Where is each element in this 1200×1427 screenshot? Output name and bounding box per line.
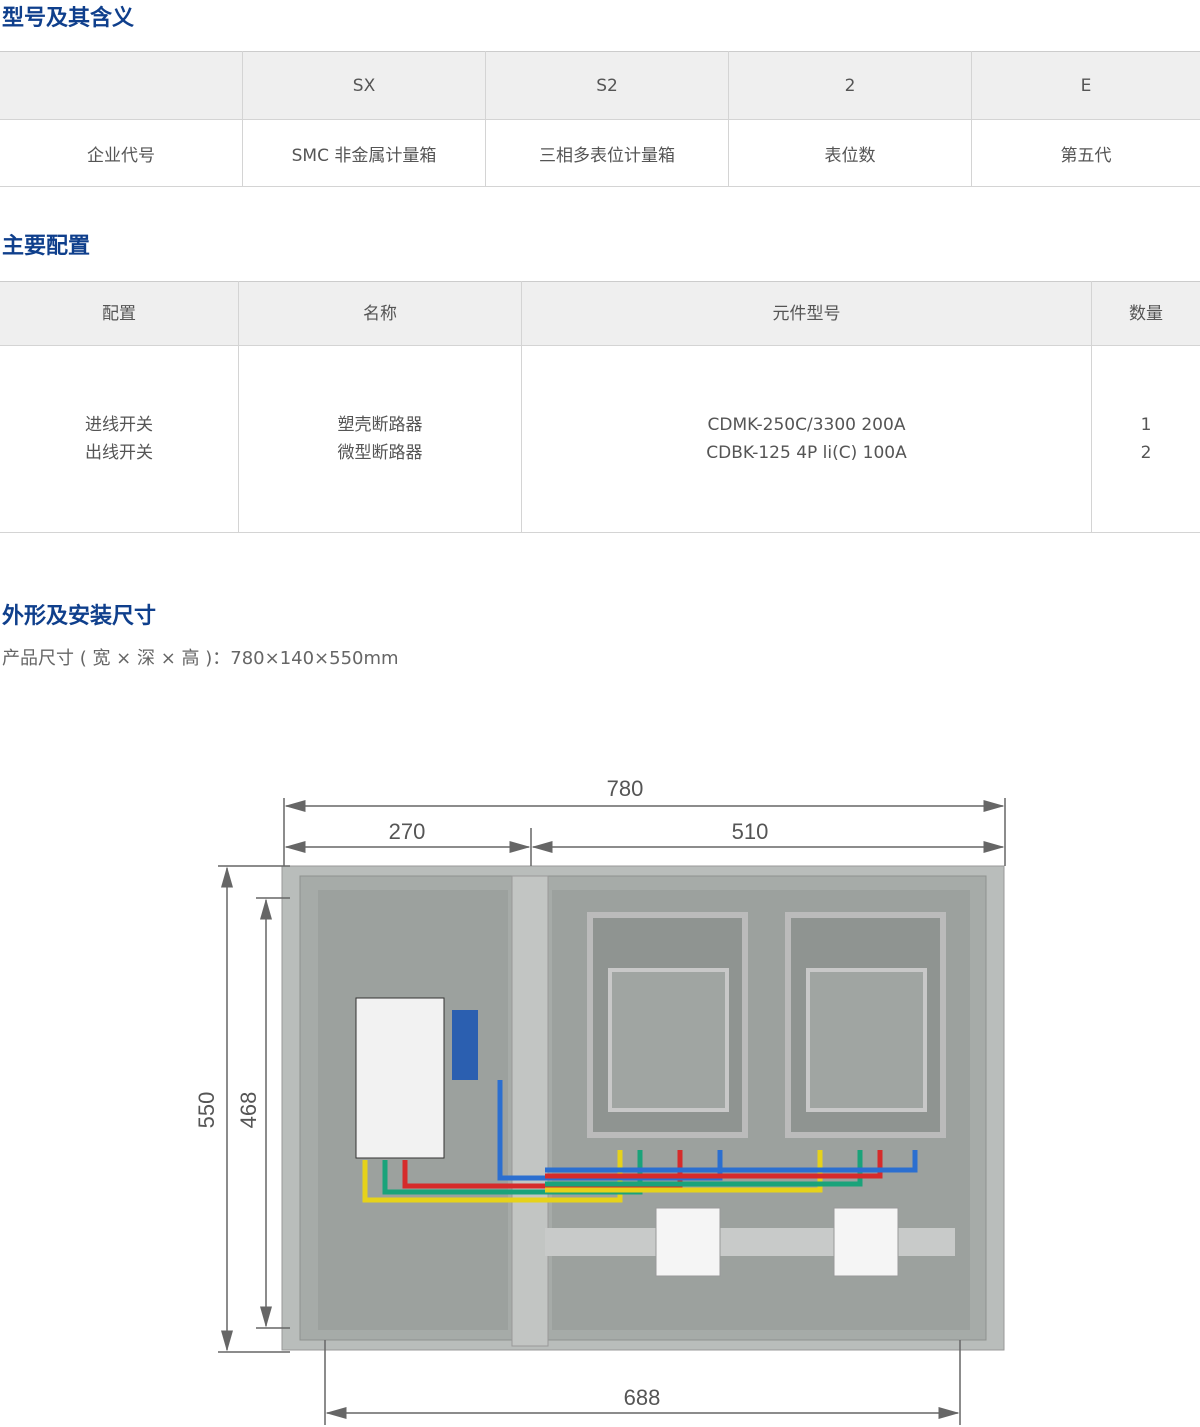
dim-total-height: 550	[194, 1092, 219, 1129]
dim-inner-height: 468	[236, 1092, 261, 1129]
product-size: 产品尺寸 ( 宽 × 深 × 高 )：780×140×550mm	[2, 648, 399, 669]
config-table: 配置名称元件型号数量 进线开关出线开关 塑壳断路器微型断路器 CDMK-250C…	[0, 281, 1200, 533]
dim-total-width: 780	[607, 776, 644, 801]
cell	[0, 51, 243, 120]
dim-left-width: 270	[389, 819, 426, 844]
cabinet-body	[281, 865, 1005, 1351]
section-title-config: 主要配置	[2, 234, 91, 259]
cell: SMC 非金属计量箱	[242, 119, 486, 187]
header-cell: 配置	[0, 281, 239, 346]
header-cell: 元件型号	[521, 281, 1092, 346]
cell: 三相多表位计量箱	[485, 119, 729, 187]
cell: 表位数	[728, 119, 972, 187]
dim-right-width: 510	[732, 819, 769, 844]
header-cell: 名称	[238, 281, 522, 346]
cell: 企业代号	[0, 119, 243, 187]
cell: 2	[728, 51, 972, 120]
section-title-dimensions: 外形及安装尺寸	[2, 604, 157, 629]
cell: 第五代	[971, 119, 1200, 187]
header-cell: 数量	[1091, 281, 1200, 346]
dim-mount-width: 688	[624, 1385, 661, 1410]
config-cell: 进线开关出线开关	[0, 345, 239, 533]
name-cell: 塑壳断路器微型断路器	[238, 345, 522, 533]
cell: E	[971, 51, 1200, 120]
section-title-model: 型号及其含义	[2, 6, 135, 31]
